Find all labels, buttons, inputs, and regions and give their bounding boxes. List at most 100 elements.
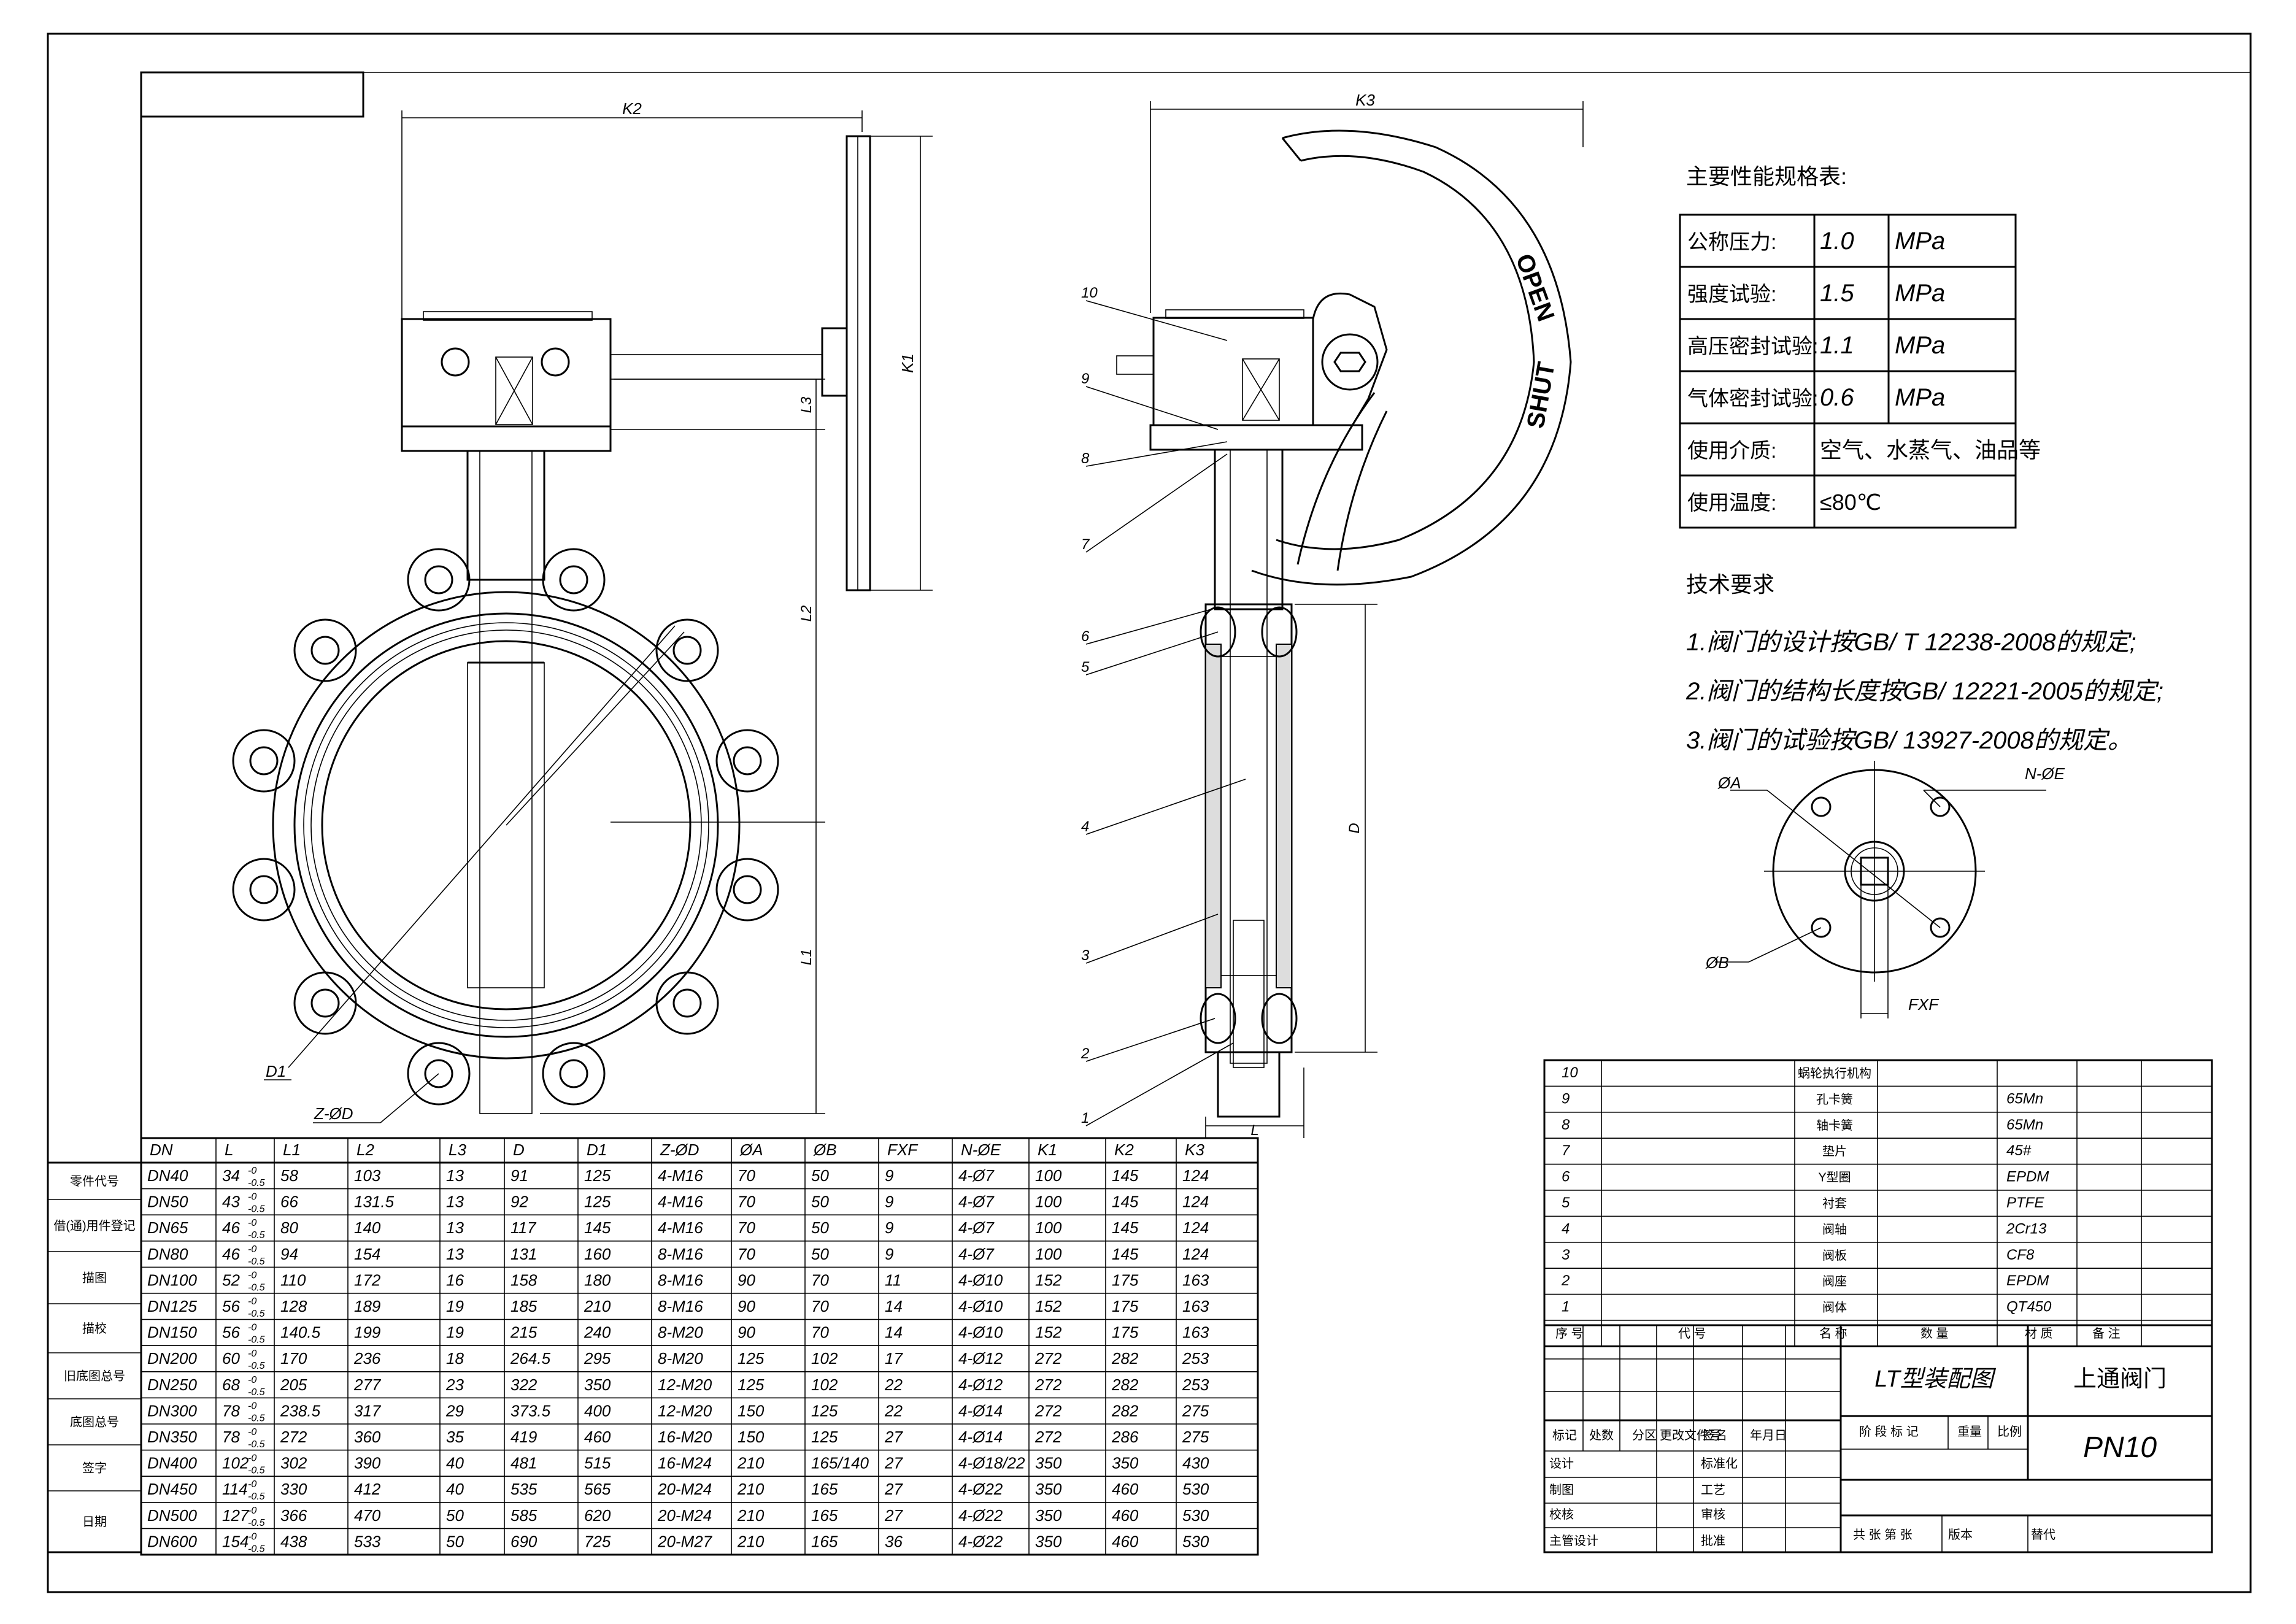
dim-table-cell: 92 <box>510 1193 528 1211</box>
dim-table-cell: 350 <box>1112 1454 1139 1472</box>
dim-table-cell: 8-M16 <box>658 1271 703 1289</box>
tol-lower: -0.5 <box>248 1282 265 1293</box>
dim-table-cell: 152 <box>1035 1271 1062 1289</box>
dim-table-cell: 110 <box>280 1271 306 1289</box>
dim-table-cell: 131 <box>510 1245 537 1263</box>
dim-table-cell: 70 <box>738 1218 755 1237</box>
rev-header: 签名 <box>1703 1428 1727 1442</box>
dim-table-cell: 460 <box>584 1428 611 1446</box>
dim-table-cell: 124 <box>1182 1193 1209 1211</box>
bom-no: 8 <box>1562 1117 1570 1133</box>
zd-label: Z-ØD <box>314 1104 353 1123</box>
dim-table-cell: 102 <box>811 1349 838 1368</box>
dim-table-cell: 20-M27 <box>657 1532 713 1550</box>
role-left: 校核 <box>1549 1507 1574 1522</box>
dim-table-cell: 210 <box>737 1532 765 1550</box>
dim-table-cell: 275 <box>1182 1401 1209 1420</box>
dim-table-cell: 282 <box>1111 1349 1139 1368</box>
tol-lower: -0.5 <box>248 1178 265 1188</box>
dim-table-cell: 20-M24 <box>657 1506 712 1525</box>
dim-table-cell: 100 <box>1035 1245 1062 1263</box>
balloon-2: 2 <box>1081 1045 1089 1062</box>
dim-table-cell: 117 <box>510 1218 537 1237</box>
bom-material: 65Mn <box>2006 1117 2043 1133</box>
stamp-label: 描图 <box>82 1271 107 1285</box>
dim-table-cell: 90 <box>738 1297 755 1315</box>
dim-table-cell: 114 <box>222 1480 247 1498</box>
rev-header: 标记 <box>1552 1428 1577 1442</box>
tol-upper: -0 <box>248 1479 256 1490</box>
bom-no: 10 <box>1562 1064 1578 1081</box>
dim-table-cell: 585 <box>510 1506 537 1525</box>
dim-table-cell: 20-M24 <box>657 1480 712 1498</box>
dim-table-cell: 60 <box>222 1349 240 1368</box>
dim-table-header: K3 <box>1185 1141 1204 1159</box>
dim-table-cell: 140.5 <box>280 1323 321 1342</box>
dim-table-cell: 4-Ø22 <box>958 1506 1003 1525</box>
tol-lower: -0.5 <box>248 1204 265 1215</box>
dim-table-cell: 4-Ø10 <box>958 1323 1003 1342</box>
weight-label: 重量 <box>1957 1425 1982 1439</box>
dim-table-cell: 272 <box>1034 1376 1062 1394</box>
version-label: 版本 <box>1948 1528 1973 1542</box>
dim-table-cell: 22 <box>884 1401 903 1420</box>
dim-table-cell: 4-Ø12 <box>958 1349 1003 1368</box>
bom-no: 4 <box>1562 1220 1570 1237</box>
bom-material: EPDM <box>2006 1169 2049 1185</box>
dim-table-cell: 125 <box>584 1193 611 1211</box>
bom-header-code: 代 号 <box>1678 1326 1706 1341</box>
dim-table-header: ØB <box>813 1141 837 1159</box>
bom-no: 1 <box>1562 1299 1570 1315</box>
stage-mark: 阶 段 标 记 <box>1859 1425 1919 1439</box>
tol-upper: -0 <box>248 1401 256 1411</box>
dim-table-cell: 210 <box>737 1480 765 1498</box>
dim-table-cell: 145 <box>1112 1193 1139 1211</box>
dim-table-cell: 9 <box>885 1245 893 1263</box>
dim-table-cell: 52 <box>222 1271 240 1289</box>
dim-table-cell: 286 <box>1111 1428 1139 1446</box>
dim-table-cell: 140 <box>354 1218 381 1237</box>
dim-table-cell: 8-M16 <box>658 1297 703 1315</box>
bom-material: 45# <box>2006 1142 2032 1159</box>
bom-material: QT450 <box>2006 1299 2052 1315</box>
dim-table-cell: 205 <box>280 1376 307 1394</box>
dim-table-cell: 56 <box>222 1323 240 1342</box>
dim-table-cell: 330 <box>280 1480 307 1498</box>
flange-fxf-label: FXF <box>1908 995 1940 1014</box>
dim-table-cell: 210 <box>737 1506 765 1525</box>
balloon-8: 8 <box>1081 450 1090 467</box>
dim-table-cell: 36 <box>885 1532 903 1550</box>
bom-material: 65Mn <box>2006 1090 2043 1107</box>
dim-table-cell: 102 <box>222 1454 249 1472</box>
balloon-6: 6 <box>1081 628 1090 645</box>
dim-table-cell: 145 <box>584 1218 611 1237</box>
dim-table-cell: 128 <box>280 1297 307 1315</box>
dim-table-cell: DN500 <box>147 1506 197 1525</box>
dim-table-cell: 50 <box>811 1166 829 1185</box>
dim-table-cell: 100 <box>1035 1218 1062 1237</box>
tol-lower: -0.5 <box>248 1256 265 1267</box>
dim-table-cell: 366 <box>280 1506 307 1525</box>
dim-table-cell: 50 <box>446 1506 464 1525</box>
dim-k2-label: K2 <box>622 99 642 118</box>
dim-table-cell: DN300 <box>147 1401 197 1420</box>
dim-table-cell: 565 <box>584 1480 611 1498</box>
dim-table-cell: 13 <box>446 1245 464 1263</box>
dim-table-cell: 18 <box>446 1349 464 1368</box>
dim-table-cell: 90 <box>738 1271 755 1289</box>
dim-table-cell: 150 <box>738 1401 765 1420</box>
dim-table-cell: 460 <box>1112 1506 1139 1525</box>
role-mid: 工艺 <box>1701 1483 1725 1497</box>
spec-row-value: 1.1 <box>1820 332 1854 359</box>
dim-table-cell: 90 <box>738 1323 755 1342</box>
dim-table-cell: 102 <box>811 1376 838 1394</box>
stamp-label: 旧底图总号 <box>64 1369 125 1383</box>
tol-upper: -0 <box>248 1166 256 1176</box>
dim-table-cell: 8-M16 <box>658 1245 703 1263</box>
role-mid: 标准化 <box>1701 1457 1738 1471</box>
dim-table-cell: 125 <box>584 1166 611 1185</box>
dim-table-cell: 4-M16 <box>658 1218 703 1237</box>
dim-table-cell: 481 <box>510 1454 537 1472</box>
dim-l2-label: L2 <box>798 606 815 622</box>
